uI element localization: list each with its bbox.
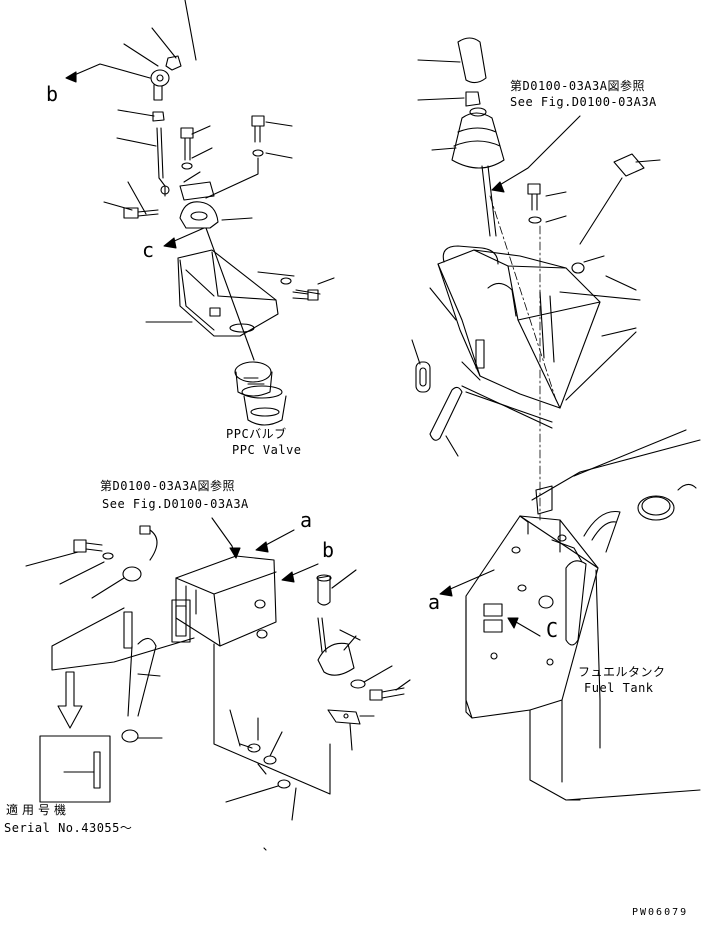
lever-console-group [411,37,661,521]
console-frame-group [25,517,411,851]
fuel-tank-label-jp: フュエルタンク [578,665,666,679]
fuel-tank-label-en: Fuel Tank [584,681,654,695]
ppc-valve-label-en: PPC Valve [232,443,302,457]
reference-top-right-jp: 第D0100-03A3A図参照 [510,79,645,93]
drawing-code: PW06079 [632,907,689,918]
reference-mid-left-en: See Fig.D0100-03A3A [102,497,249,511]
serial-number-label: Serial No.43055～ [4,821,133,835]
ppc-bracket-group [65,0,335,426]
callout-a-mid: a [300,508,313,532]
callout-b-top: b [46,82,59,106]
reference-mid-left-jp: 第D0100-03A3A図参照 [100,479,235,493]
callout-c-top: c [142,238,155,262]
reference-top-right-en: See Fig.D0100-03A3A [510,95,657,109]
applicable-serial-label-jp: 適用号機 [6,803,71,817]
callout-a-right: a [428,590,441,614]
ppc-valve-label-jp: PPCバルブ [226,427,287,441]
callout-b-mid: b [322,538,335,562]
callout-c-right: C [546,618,559,642]
fuel-tank-group [439,429,701,801]
